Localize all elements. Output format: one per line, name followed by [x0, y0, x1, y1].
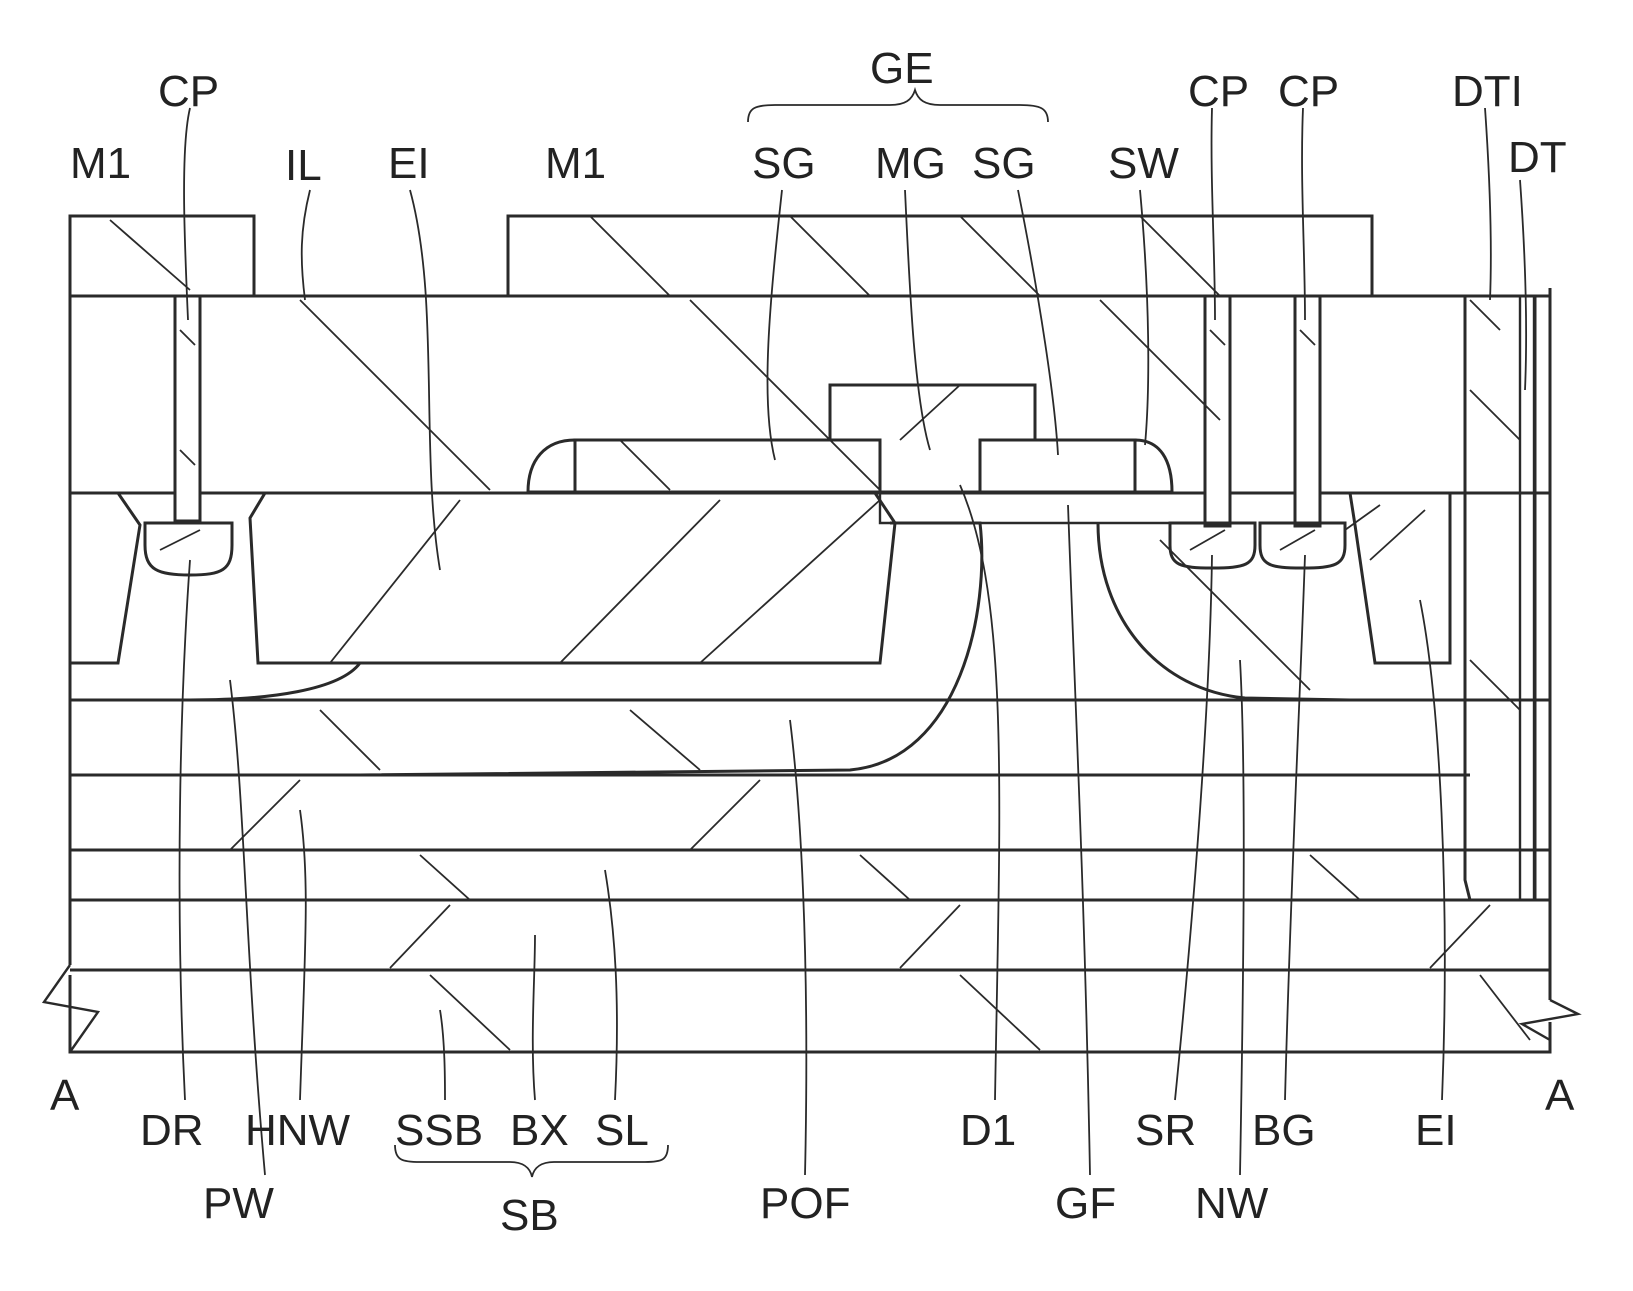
- hatch-27: [1160, 540, 1310, 690]
- hatch-17: [690, 780, 760, 850]
- label-il: IL: [285, 141, 322, 190]
- leader-ssb: [440, 1010, 445, 1100]
- label-dr: DR: [140, 1106, 204, 1155]
- brace-ge: [748, 90, 1048, 122]
- leader-dti: [1485, 108, 1491, 300]
- leader-sl: [605, 870, 617, 1100]
- label-cp-1: CP: [158, 67, 219, 116]
- leader-gf: [1068, 505, 1090, 1175]
- leader-d1: [960, 485, 999, 1100]
- hatch-14: [320, 710, 380, 770]
- label-pof: POF: [760, 1179, 850, 1228]
- label-m1-main: M1: [545, 139, 606, 188]
- label-ge: GE: [870, 44, 934, 93]
- hatch-10: [900, 385, 960, 440]
- contact-plug-left: [175, 296, 200, 521]
- label-cp-3: CP: [1278, 67, 1339, 116]
- label-dt: DT: [1508, 133, 1567, 182]
- dt-trench: [1520, 296, 1534, 900]
- label-a-right: A: [1545, 1071, 1575, 1120]
- label-m1-left: M1: [70, 139, 131, 188]
- hatch-30: [1470, 300, 1500, 330]
- leader-pw: [230, 680, 265, 1175]
- hatch-12: [560, 500, 720, 663]
- gate-electrode: [528, 385, 1175, 523]
- leader-pof: [790, 720, 806, 1175]
- hatch-15: [630, 710, 700, 770]
- hatch-8: [1100, 300, 1220, 420]
- hatch-21: [390, 905, 450, 968]
- sidewall-left: [528, 440, 575, 492]
- hatch-31: [1470, 390, 1520, 440]
- hatch-24: [430, 975, 510, 1050]
- label-ssb: SSB: [395, 1106, 483, 1155]
- label-bg: BG: [1252, 1106, 1316, 1155]
- hatch-39: [1280, 530, 1315, 550]
- contact-plug-sr: [1205, 296, 1230, 526]
- leader-dr: [180, 560, 190, 1100]
- hatch-23: [1430, 905, 1490, 968]
- leader-sr: [1175, 555, 1212, 1100]
- label-sw: SW: [1108, 139, 1179, 188]
- leader-hnw: [300, 810, 306, 1100]
- leader-nw: [1240, 660, 1244, 1175]
- hatch-28: [1345, 505, 1380, 530]
- leader-bg: [1285, 555, 1305, 1100]
- hatch-13: [700, 500, 880, 663]
- hatch-2: [300, 300, 490, 490]
- pof-boundary: [360, 523, 982, 775]
- gate-film-gf: [880, 492, 1175, 523]
- hatch-19: [860, 855, 910, 900]
- label-sr: SR: [1135, 1106, 1196, 1155]
- hatch-11: [330, 500, 460, 663]
- label-cp-2: CP: [1188, 67, 1249, 116]
- body-region-bg: [1260, 523, 1345, 568]
- ei-main: [250, 493, 895, 663]
- pw-boundary: [190, 663, 360, 700]
- gate-sg-left: [575, 440, 880, 492]
- hatch-37: [160, 530, 200, 550]
- label-sb: SB: [500, 1191, 559, 1240]
- label-bx: BX: [510, 1106, 569, 1155]
- label-hnw: HNW: [245, 1106, 351, 1155]
- label-ei-1: EI: [388, 139, 430, 188]
- isolation-regions: [70, 493, 1450, 663]
- label-a-left: A: [50, 1071, 80, 1120]
- label-pw: PW: [203, 1179, 274, 1228]
- label-gf: GF: [1055, 1179, 1116, 1228]
- label-d1: D1: [960, 1106, 1016, 1155]
- leader-ei-1: [410, 190, 440, 570]
- hatch-25: [960, 975, 1040, 1050]
- label-nw: NW: [1195, 1179, 1269, 1228]
- substrate-outline: [70, 288, 1550, 1052]
- label-sg-right: SG: [972, 139, 1036, 188]
- sidewall-right: [1135, 440, 1172, 492]
- hatch-32: [1470, 660, 1520, 710]
- label-sl: SL: [595, 1106, 649, 1155]
- nw-boundary: [1098, 523, 1350, 700]
- metal-m1-main: [508, 216, 1372, 296]
- drain-region-dr: [145, 523, 232, 575]
- metal-m1-left: [70, 216, 254, 296]
- hatch-18: [420, 855, 470, 900]
- contacts: [145, 296, 1345, 575]
- ei-left-edge: [70, 493, 140, 663]
- hatch-38: [1190, 530, 1225, 550]
- hatch-20: [1310, 855, 1360, 900]
- label-dti: DTI: [1452, 67, 1523, 116]
- label-ei-2: EI: [1415, 1106, 1457, 1155]
- substrate-layers: [44, 288, 1578, 1052]
- label-sg-left: SG: [752, 139, 816, 188]
- hatch-29: [1370, 510, 1425, 560]
- hatch-22: [900, 905, 960, 968]
- contact-plug-bg: [1295, 296, 1320, 526]
- leader-il: [302, 190, 310, 300]
- leader-bx: [533, 935, 535, 1100]
- hatch-26: [1480, 975, 1530, 1040]
- ei-right: [1350, 493, 1450, 663]
- label-mg: MG: [875, 139, 946, 188]
